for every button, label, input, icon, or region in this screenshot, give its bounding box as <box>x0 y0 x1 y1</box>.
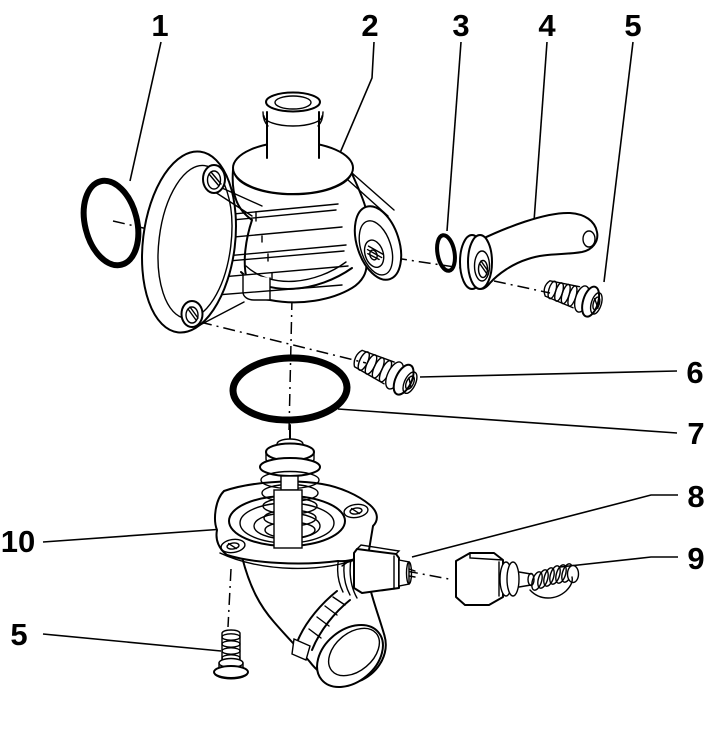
leader-5-bottom <box>42 633 222 652</box>
centerline-sensor-connector <box>405 570 450 580</box>
callout-5-bottom: 5 <box>10 617 27 652</box>
centerline-port-pipe <box>394 257 469 270</box>
leader-4 <box>531 41 548 250</box>
thermostat-element <box>259 424 321 549</box>
centerline-bolt5-lower <box>227 568 232 628</box>
part-5-bolt-lower <box>213 629 249 680</box>
leader-9 <box>559 556 678 568</box>
flange-thickness <box>219 552 367 570</box>
callout-4: 4 <box>538 8 556 43</box>
flange-slot-right <box>343 503 369 519</box>
callout-8: 8 <box>687 479 704 514</box>
outlet-clamp-tab <box>291 637 311 661</box>
pipe-tube <box>479 211 599 290</box>
callout-7: 7 <box>687 416 704 451</box>
centerline-housing-bolt6 <box>199 321 367 364</box>
callout-3: 3 <box>452 8 469 43</box>
leader-8 <box>411 494 678 558</box>
housing-right-port <box>353 205 403 281</box>
leader-3 <box>446 41 462 232</box>
part-10-lower-housing <box>214 424 387 689</box>
part-7-large-o-ring <box>229 354 351 424</box>
housing-neck <box>262 91 324 160</box>
part-1-large-o-ring <box>80 177 142 269</box>
part-8-temperature-sensor <box>353 544 416 594</box>
leader-lines <box>42 41 678 652</box>
leader-7 <box>337 408 678 434</box>
connector-pigtail-wire <box>529 563 580 599</box>
centerline-pipe-bolt <box>493 280 551 294</box>
part-5-bolt-upper <box>543 280 603 318</box>
centerline-vertical <box>288 297 293 432</box>
housing-drum-rim <box>234 174 352 196</box>
part-2-upper-housing <box>141 91 403 334</box>
leader-2 <box>336 41 375 161</box>
callout-9: 9 <box>687 541 704 576</box>
housing-foot <box>242 273 271 301</box>
part-6-bolt <box>353 349 418 396</box>
callout-labels: 1 2 3 4 5 6 7 8 9 10 5 <box>1 8 705 652</box>
leader-6 <box>419 370 678 378</box>
callout-6: 6 <box>686 355 703 390</box>
housing-base-skirt-inner <box>245 261 347 283</box>
housing-left-flange <box>141 150 263 334</box>
leader-1 <box>129 41 162 182</box>
part-9-harness-connector <box>455 552 580 606</box>
pipe-end-nib <box>582 230 596 248</box>
leader-5-top <box>603 41 634 283</box>
leader-10 <box>42 528 225 543</box>
callout-10: 10 <box>1 524 35 559</box>
flange-slot-left <box>220 538 246 554</box>
callout-2: 2 <box>361 8 378 43</box>
part-4-coolant-pipe <box>459 211 599 290</box>
thermostat-bridge <box>273 489 303 549</box>
callout-1: 1 <box>151 8 168 43</box>
outlet-bead-ring <box>297 590 351 651</box>
callout-5-top: 5 <box>624 8 641 43</box>
part-3-small-o-ring <box>435 233 457 273</box>
